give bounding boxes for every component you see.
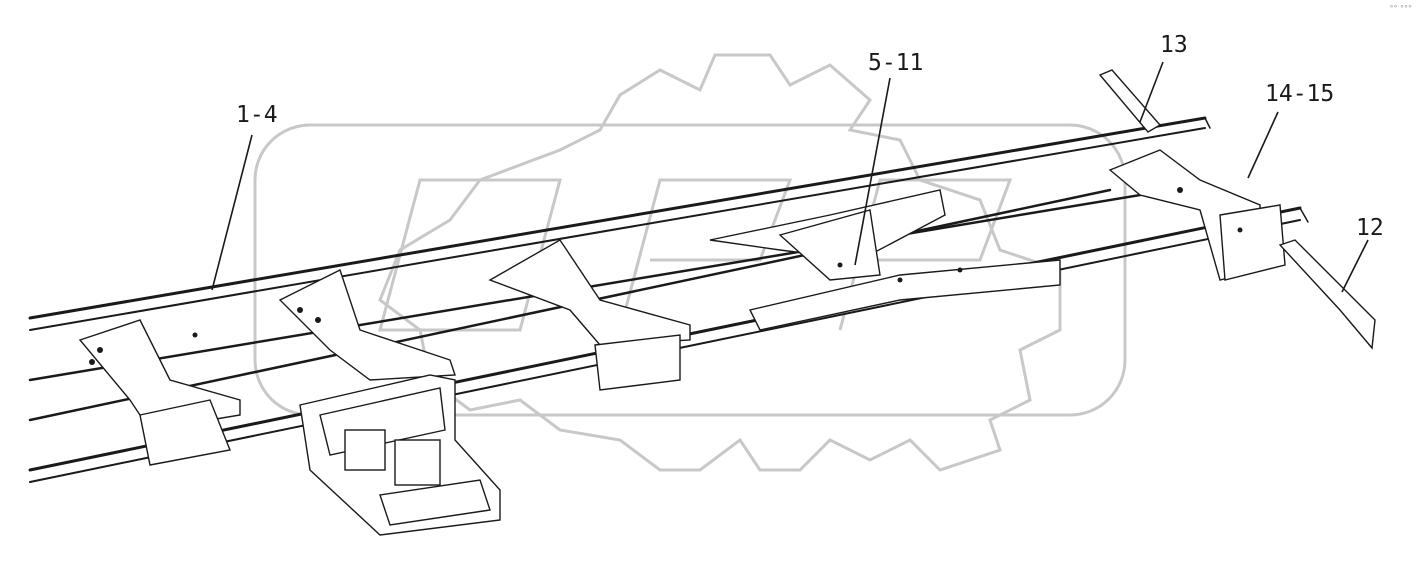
leader-line-14-15 <box>1247 111 1279 179</box>
leader-line-13 <box>1139 61 1164 123</box>
leader-line-5-11 <box>854 77 891 266</box>
leader-line-1-4 <box>211 134 253 291</box>
corner-mark: °° °°° <box>1389 4 1412 13</box>
callout-5-11: 5-11 <box>868 50 924 76</box>
callout-14-15: 14-15 <box>1265 81 1335 107</box>
leader-line-12 <box>1341 239 1369 293</box>
battery-box <box>299 374 501 536</box>
rear-bars <box>1098 69 1376 350</box>
leader-lines <box>211 61 1369 293</box>
rivet-dots <box>89 187 1243 365</box>
callout-12: 12 <box>1356 215 1384 241</box>
callout-1-4: 1-4 <box>236 102 278 128</box>
cross-members <box>78 149 1286 466</box>
callout-13: 13 <box>1160 32 1188 58</box>
